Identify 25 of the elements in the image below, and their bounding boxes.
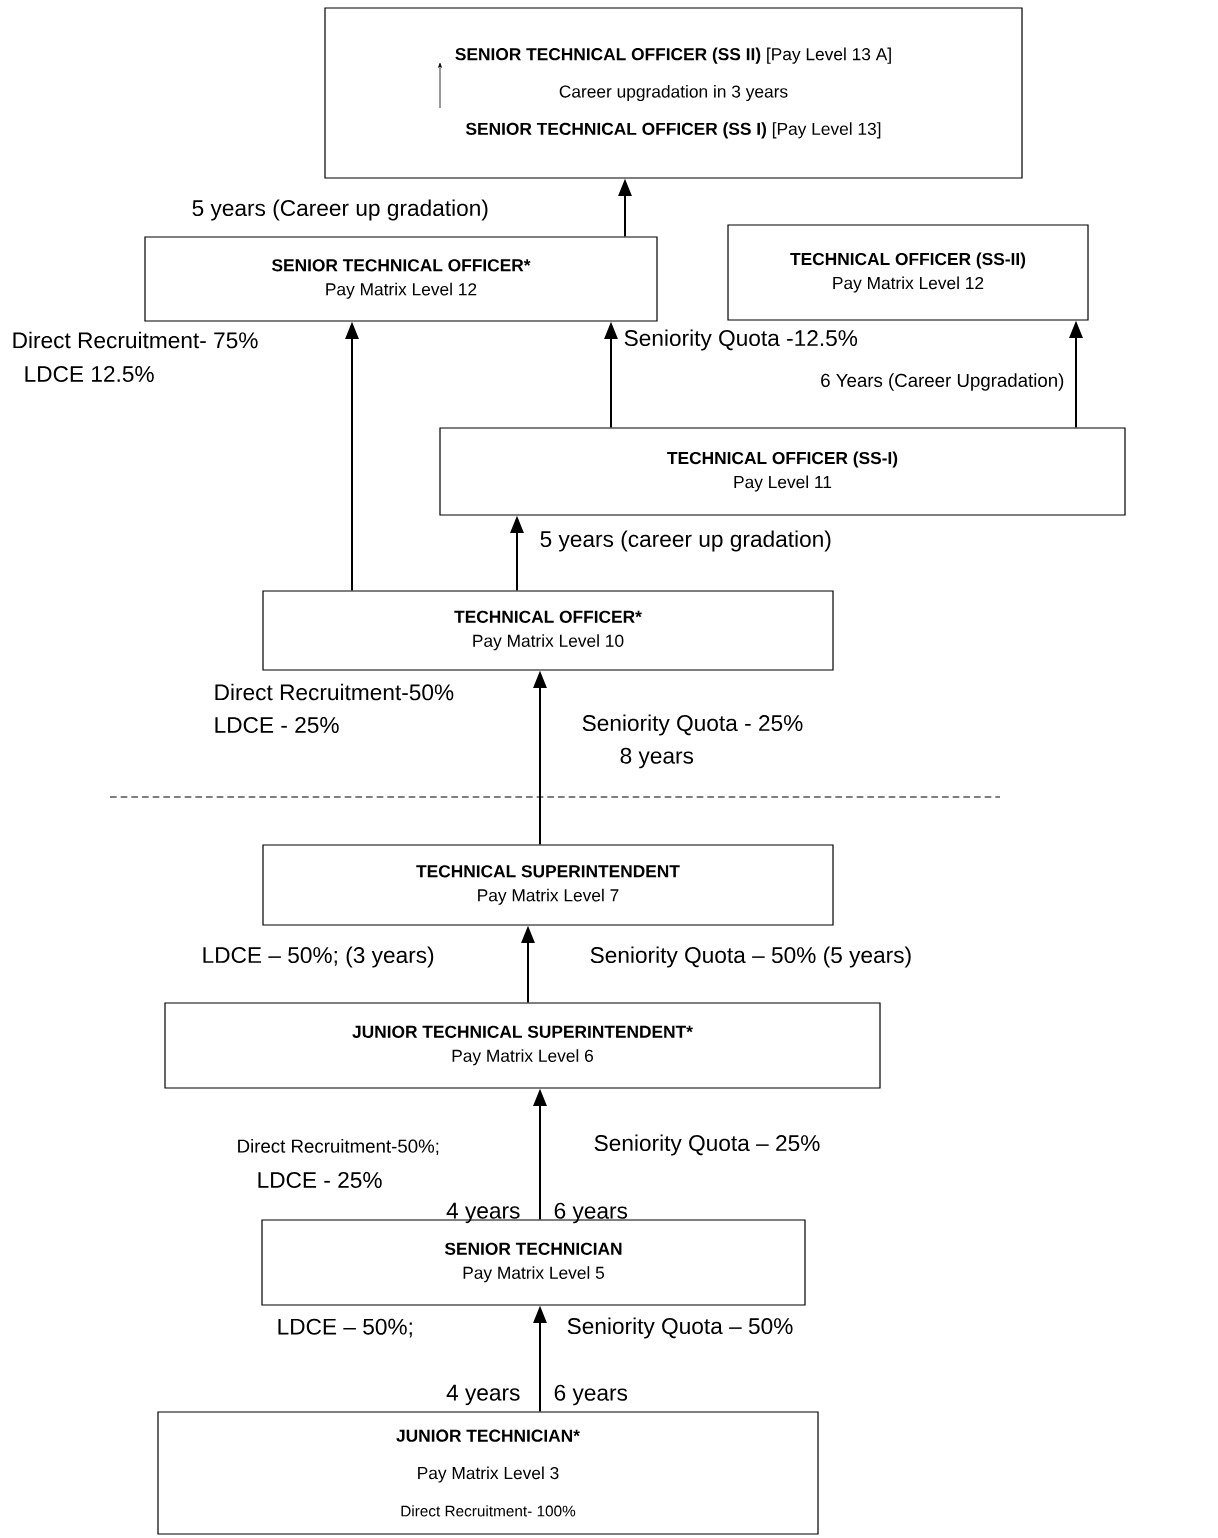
quota-label: Seniority Quota – 50% (5 years) <box>590 946 911 968</box>
quota-label: 5 years (Career up gradation) <box>192 199 488 221</box>
rank-box: JUNIOR TECHNICIAN* Pay Matrix Level 3 Direct Recruitment- 100% <box>157 1411 819 1535</box>
quota-label: 4 years <box>446 1384 520 1406</box>
quota-label: Direct Recruitment-50%; <box>238 1139 439 1155</box>
quota-label: LDCE 12.5% <box>25 366 154 383</box>
rank-box: SENIOR TECHNICAL OFFICER* Pay Matrix Level 12 <box>144 236 658 322</box>
quota-label: 6 Years (Career Upgradation) <box>821 373 1064 391</box>
quota-label: LDCE - 25% <box>215 717 339 734</box>
quota-label: 8 years <box>620 747 694 769</box>
quota-label: LDCE - 25% <box>258 1172 382 1189</box>
quota-label: Seniority Quota - 25% <box>582 714 803 736</box>
quota-label: Direct Recruitment-50% <box>215 683 454 701</box>
quota-label: Seniority Quota – 25% <box>594 1134 820 1156</box>
rank-box: TECHNICAL OFFICER (SS-I) Pay Level 11 <box>439 427 1126 516</box>
quota-label: 5 years (career up gradation) <box>540 530 831 552</box>
rank-box: TECHNICAL SUPERINTENDENT Pay Matrix Level 7 <box>262 844 834 926</box>
rank-box: JUNIOR TECHNICAL SUPERINTENDENT* Pay Matrix Level 6 <box>164 1002 881 1089</box>
rank-box: TECHNICAL OFFICER (SS-II) Pay Matrix Level 12 <box>727 224 1089 321</box>
quota-label: LDCE – 50%; (3 years) <box>203 946 434 968</box>
rank-box: TECHNICAL OFFICER* Pay Matrix Level 10 <box>262 590 834 671</box>
quota-label: 6 years <box>554 1384 628 1406</box>
rank-box: SENIOR TECHNICAL OFFICER (SS II) [Pay Level 13 A] Career upgradation in 3 years SENIOR TECHNICAL OFFICER (SS I) [Pay Level 13] <box>324 7 1023 179</box>
quota-label: Seniority Quota -12.5% <box>624 329 858 351</box>
quota-label: Direct Recruitment- 75% <box>13 331 258 349</box>
